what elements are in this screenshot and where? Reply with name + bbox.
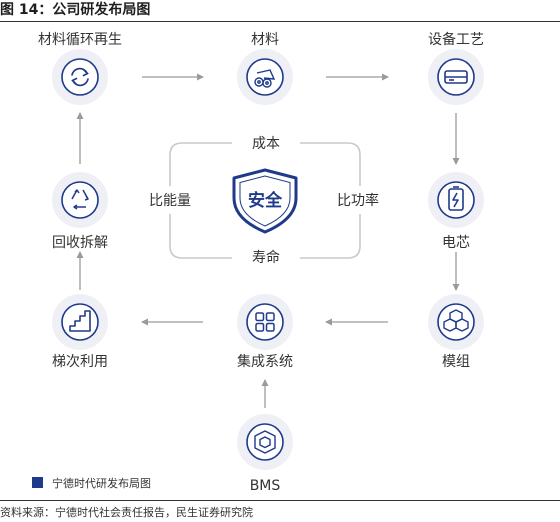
legend-label: 宁德时代研发布局图: [52, 476, 151, 490]
node-equipment: 设备工艺: [428, 31, 484, 105]
node-cell: 电芯: [428, 172, 484, 251]
node-recovery: 回收拆解: [52, 172, 108, 251]
battery-icon: [448, 186, 464, 211]
node-recycle-regen-label: 材料循环再生: [38, 32, 122, 48]
material-rolls-icon: [254, 69, 276, 88]
node-recovery-label: 回收拆解: [52, 235, 108, 251]
node-recycle-regen: 材料循环再生: [38, 32, 122, 105]
legend: 宁德时代研发布局图: [32, 476, 151, 490]
shield-label: 安全: [248, 190, 283, 211]
top-rule: [0, 21, 560, 22]
legend-swatch: [32, 477, 43, 488]
core-bottom-label: 寿命: [252, 249, 280, 266]
node-module-label: 模组: [442, 354, 470, 370]
node-bms-label: BMS: [250, 478, 281, 494]
node-system: 集成系统: [237, 294, 293, 370]
figure-title: 图 14：公司研发布局图: [0, 2, 151, 18]
bms-box-icon: [254, 430, 276, 454]
bottom-rule: [0, 500, 560, 501]
node-cascade: 梯次利用: [52, 294, 108, 370]
equipment-icon: [444, 70, 468, 84]
core-frame: [169, 142, 361, 259]
flow-arrows: [76, 73, 460, 408]
core-right-label: 比功率: [337, 192, 379, 209]
node-bms: BMS: [237, 414, 293, 494]
source-note: 资料来源：宁德时代社会责任报告，民生证券研究院: [0, 506, 253, 519]
node-materials-label: 材料: [251, 32, 279, 48]
grid-icon: [255, 312, 275, 332]
node-materials: 材料: [237, 32, 293, 105]
node-module: 模组: [428, 294, 484, 370]
node-equipment-label: 设备工艺: [428, 31, 484, 48]
cubes-icon: [443, 309, 469, 332]
node-cascade-label: 梯次利用: [52, 354, 108, 370]
node-system-label: 集成系统: [237, 353, 293, 370]
core-left-label: 比能量: [149, 193, 191, 209]
node-cell-label: 电芯: [442, 235, 470, 251]
recycle-icon: [71, 189, 89, 210]
rd-layout-diagram: 成本 比能量 比功率 寿命 安全 材料循环再生 材料 设: [32, 31, 484, 494]
stairs-icon: [69, 310, 91, 332]
refresh-icon: [71, 67, 89, 87]
core-top-label: 成本: [252, 136, 280, 152]
shield-icon: 安全: [232, 168, 298, 234]
